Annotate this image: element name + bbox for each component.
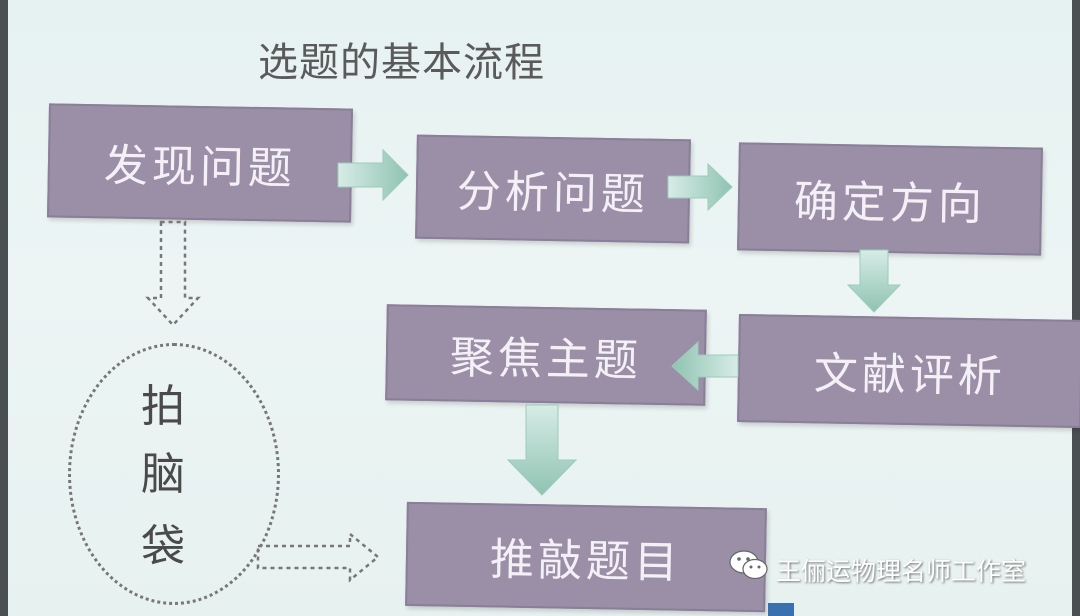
arrow-icon — [337, 148, 409, 202]
arrow-icon — [667, 162, 733, 212]
arrow-icon — [671, 340, 739, 392]
slide: 选题的基本流程 发现问题 分析问题 确定方向 聚焦主题 文献评析 推敲题目 拍 … — [8, 0, 1080, 616]
brainstorm-ellipse — [68, 343, 280, 605]
bottom-tab-marker — [768, 603, 794, 616]
page-title: 选题的基本流程 — [258, 40, 545, 86]
arrows-layer — [145, 148, 902, 583]
wechat-icon — [729, 550, 768, 580]
dashed-arrow-icon — [256, 531, 380, 583]
brainstorm-char-3: 袋 — [141, 521, 185, 572]
arrow-icon — [846, 249, 902, 313]
brainstorm-char-2: 脑 — [141, 449, 185, 500]
arrow-icon — [506, 404, 578, 496]
dashed-arrow-icon — [145, 220, 201, 327]
brainstorm-char-1: 拍 — [141, 381, 185, 432]
watermark-text: 王俪运物理名师工作室 — [776, 557, 1027, 586]
